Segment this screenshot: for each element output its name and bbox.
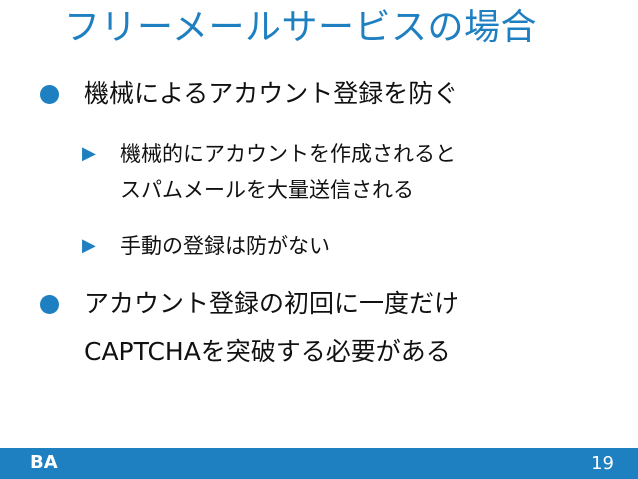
bullet-dot-icon (40, 85, 59, 104)
bullet-text: CAPTCHAを突破する必要がある (84, 337, 451, 366)
bullet-text: 機械によるアカウント登録を防ぐ (84, 79, 459, 108)
sub-bullet-text: 機械的にアカウントを作成されると (120, 142, 456, 166)
footer-bar: BA 19 (0, 448, 638, 479)
sub-bullet-text: 手動の登録は防がない (120, 234, 330, 258)
bullet-text: アカウント登録の初回に一度だけ (84, 289, 460, 318)
slide-title: フリーメールサービスの場合 (64, 7, 538, 48)
triangle-right-icon: ▶ (82, 143, 96, 164)
triangle-right-icon: ▶ (82, 235, 96, 256)
footer-logo: BA (30, 452, 58, 473)
bullet-dot-icon (40, 295, 59, 314)
sub-bullet-text: スパムメールを大量送信される (120, 178, 414, 202)
page-number: 19 (591, 453, 614, 474)
